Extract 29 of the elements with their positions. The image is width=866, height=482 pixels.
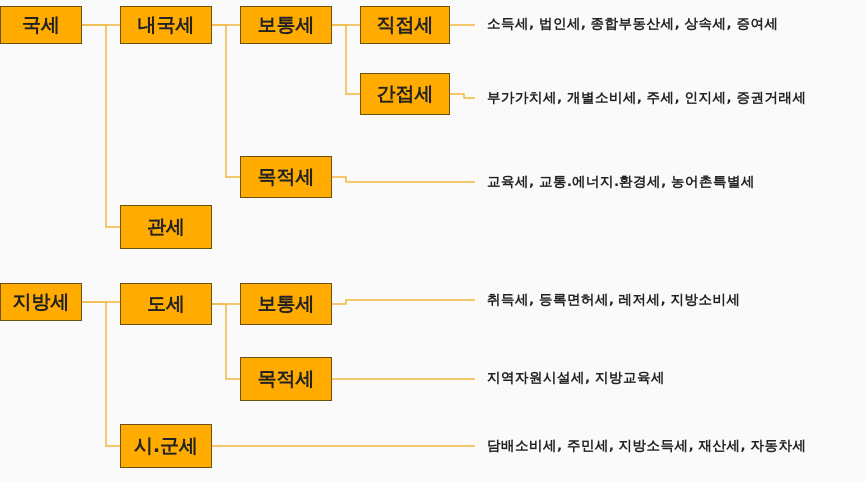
connector-line bbox=[450, 93, 475, 99]
connector-line bbox=[82, 24, 120, 228]
tax-list-text: 취득세, 등록면허세, 레저세, 지방소비세 bbox=[487, 291, 740, 309]
connector-line bbox=[82, 301, 120, 447]
tax-list-text: 지역자원시설세, 지방교육세 bbox=[487, 369, 665, 387]
category-box: 보통세 bbox=[240, 6, 332, 44]
category-box: 목적세 bbox=[240, 357, 332, 401]
category-box: 지방세 bbox=[0, 283, 82, 321]
category-box: 보통세 bbox=[240, 283, 332, 325]
connector-line bbox=[212, 445, 475, 447]
category-box: 목적세 bbox=[240, 156, 332, 198]
tax-list-text: 교육세, 교통.에너지.환경세, 농어촌특별세 bbox=[487, 173, 755, 191]
category-box: 국세 bbox=[0, 6, 82, 44]
category-box: 관세 bbox=[120, 205, 212, 249]
tax-list-text: 부가가치세, 개별소비세, 주세, 인지세, 증권거래세 bbox=[487, 89, 806, 107]
connector-line bbox=[332, 299, 475, 305]
connector-line bbox=[212, 24, 240, 178]
tax-list-text: 소득세, 법인세, 종합부동산세, 상속세, 증여세 bbox=[487, 15, 778, 33]
connector-line bbox=[450, 24, 475, 26]
connector-line bbox=[212, 303, 240, 380]
tax-list-text: 담배소비세, 주민세, 지방소득세, 재산세, 자동차세 bbox=[487, 437, 806, 455]
category-box: 시.군세 bbox=[120, 424, 212, 468]
category-box: 직접세 bbox=[360, 6, 450, 44]
connector-line bbox=[332, 176, 475, 183]
connector-line bbox=[332, 378, 475, 380]
category-box: 간접세 bbox=[360, 73, 450, 115]
category-box: 내국세 bbox=[120, 6, 212, 44]
connector-line bbox=[332, 24, 360, 95]
category-box: 도세 bbox=[120, 283, 212, 325]
